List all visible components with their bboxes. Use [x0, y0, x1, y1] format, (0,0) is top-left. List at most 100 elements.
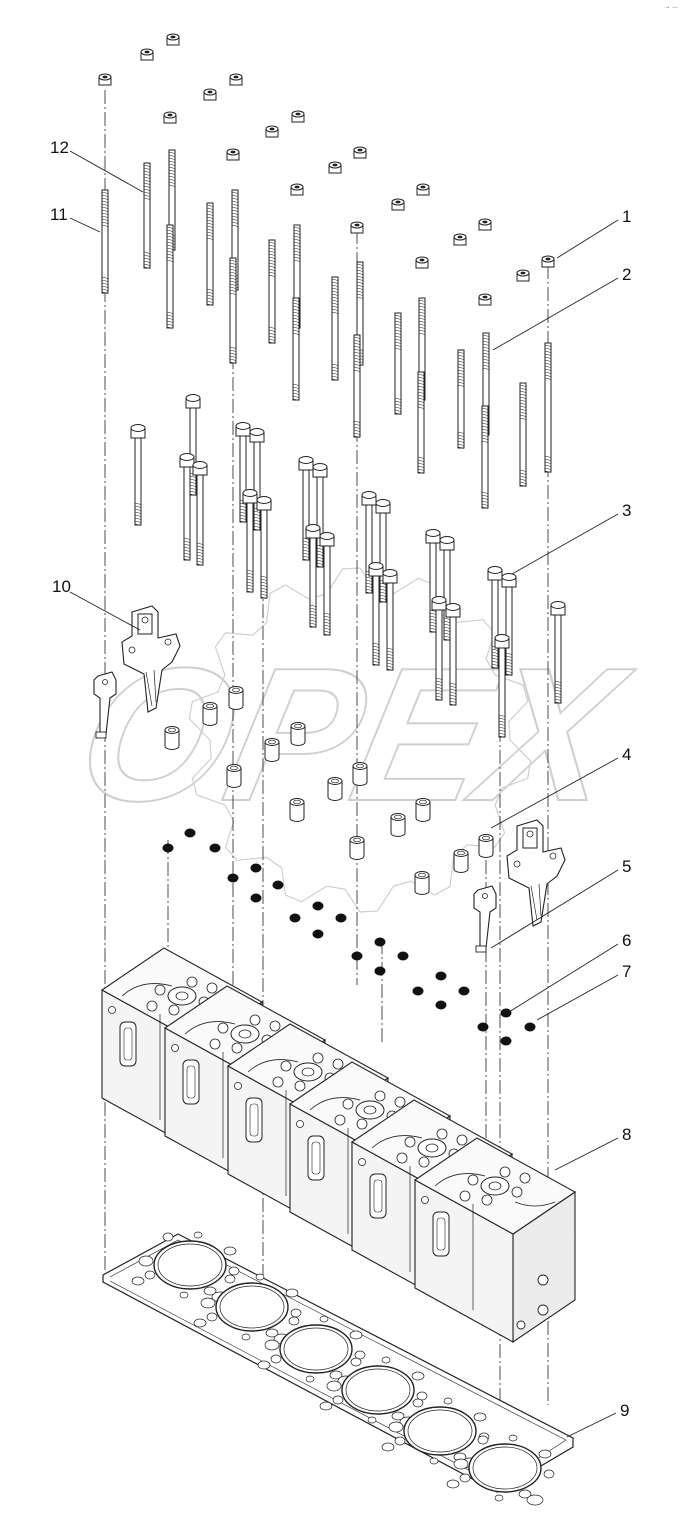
bolt-thread — [554, 686, 562, 689]
sleeve-top — [414, 871, 430, 879]
head-valve-boss — [519, 1172, 531, 1184]
bolt-thread — [316, 562, 324, 565]
stud-thread — [457, 357, 465, 360]
seal-ring — [477, 1022, 489, 1032]
nut — [478, 218, 492, 231]
bolt-thread — [309, 607, 317, 610]
bolt-thread — [491, 660, 499, 663]
stud-thread — [229, 283, 237, 286]
bolt-thread — [554, 701, 562, 704]
stud-thread — [229, 358, 237, 361]
gasket-hole — [446, 1479, 460, 1489]
bolt-thread — [429, 618, 437, 621]
stud-thread — [353, 429, 361, 432]
bolt-thread — [505, 652, 513, 655]
bolt-thread — [449, 694, 457, 697]
stud-thread — [331, 302, 339, 305]
stud-thread — [292, 398, 300, 401]
gasket-hole — [349, 1330, 363, 1340]
bolt-head-top — [256, 496, 272, 504]
head-valve-boss — [511, 1186, 523, 1198]
bolt-thread — [189, 487, 197, 490]
bolt-thread — [134, 523, 142, 526]
head-valve-boss — [186, 976, 198, 988]
stud — [457, 349, 465, 449]
head-valve-boss — [272, 1076, 284, 1088]
bolt-thread — [554, 692, 562, 695]
stud-thread — [481, 437, 489, 440]
bolt — [192, 461, 208, 566]
bolt-thread — [302, 549, 310, 552]
sleeve — [453, 849, 469, 873]
stud-thread — [101, 200, 109, 203]
stud-thread — [229, 268, 237, 271]
head-valve-boss — [280, 1060, 292, 1072]
nut — [391, 198, 405, 211]
stud-thread — [206, 204, 214, 207]
bolt — [256, 496, 272, 599]
stud-thread — [353, 369, 361, 372]
bolt-thread — [498, 729, 506, 732]
bolt-thread — [505, 658, 513, 661]
sleeve-top — [202, 702, 218, 710]
stud-thread — [353, 432, 361, 435]
nut — [328, 161, 342, 174]
stud-thread — [417, 376, 425, 379]
stud-thread — [356, 278, 364, 281]
stud-thread — [143, 254, 151, 257]
stud-thread — [394, 335, 402, 338]
stud-thread — [353, 345, 361, 348]
bolt-thread — [443, 626, 451, 629]
sleeve — [289, 798, 305, 822]
bracket-hole — [141, 616, 149, 624]
stud-thread — [101, 282, 109, 285]
bolt-thread — [302, 558, 310, 561]
stud-thread — [418, 317, 426, 320]
stud-thread — [268, 244, 276, 247]
stud-thread — [331, 287, 339, 290]
bolt-head-top — [431, 596, 447, 604]
callout-12: 12 — [50, 138, 69, 157]
seal-ring — [374, 937, 386, 947]
callout-10: 10 — [52, 577, 71, 596]
head-valve-boss — [342, 1098, 354, 1110]
stud-thread — [481, 407, 489, 410]
stud-thread — [331, 290, 339, 293]
stud-thread — [353, 357, 361, 360]
gasket-hole — [285, 1288, 299, 1298]
bolt-head-top — [179, 453, 195, 461]
nut — [353, 146, 367, 159]
stud-thread — [418, 314, 426, 317]
head-plug — [516, 1320, 526, 1330]
stud-thread — [229, 346, 237, 349]
gasket-hole — [288, 1316, 300, 1326]
bolt-head-top — [185, 394, 201, 402]
stud-thread — [353, 336, 361, 339]
stud-thread — [206, 216, 214, 219]
sleeve-top — [228, 686, 244, 694]
gasket-hole — [411, 1371, 425, 1381]
stud-thread — [331, 305, 339, 308]
seal-ring — [435, 1000, 447, 1010]
stud-thread — [101, 221, 109, 224]
head-bolt-hole — [296, 1120, 304, 1128]
bolt-thread — [260, 578, 268, 581]
stud — [331, 276, 339, 381]
bolt — [305, 524, 321, 628]
stud-thread — [268, 253, 276, 256]
gasket-hole — [193, 1318, 207, 1328]
seal-ring — [227, 873, 239, 883]
bolt-thread — [435, 680, 443, 683]
stud-thread — [417, 388, 425, 391]
bolt-thread — [189, 493, 197, 496]
sleeve — [226, 764, 242, 788]
bolt-thread — [260, 590, 268, 593]
head-valve-boss — [206, 982, 218, 994]
nut-hole — [354, 223, 360, 227]
stud-thread — [394, 332, 402, 335]
stud — [481, 405, 489, 509]
bracket-body — [506, 819, 566, 927]
gasket-hole — [443, 1397, 453, 1405]
